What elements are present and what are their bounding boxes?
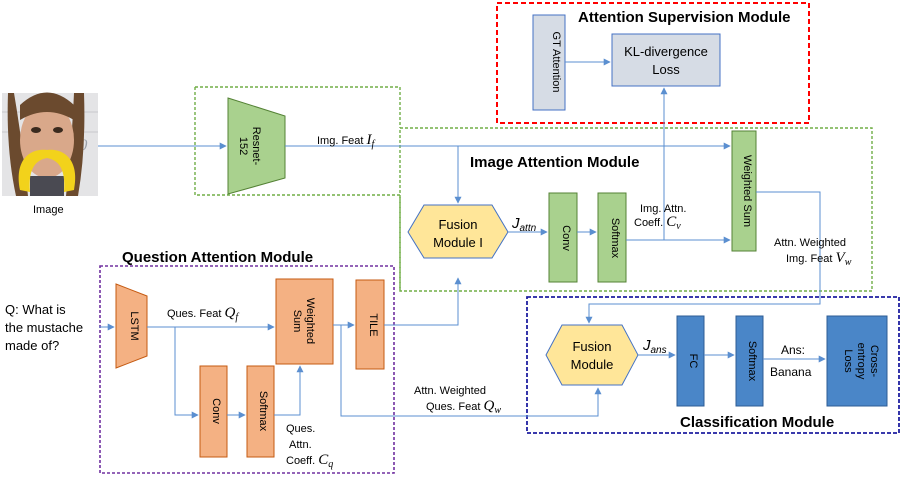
conv-question-block [199,365,228,458]
classification-module-border [526,296,900,434]
resnet-label-2: 152 [237,137,249,155]
softmax-question-block [246,365,275,458]
attn-weighted-img-label-2: Img. Feat Vw [786,250,852,268]
j-attn-label: Jattn [511,215,537,234]
cross-entropy-block [826,315,888,407]
ques-attn-coeff-label-2: Attn. [289,439,312,451]
fusion-module-label-2: Module [571,357,614,372]
image-attention-title: Image Attention Module [470,154,639,171]
input-image: 7'0 [2,92,98,196]
ques-attn-coeff-label-1: Ques. [286,423,315,435]
fc-label: FC [687,354,699,369]
resnet-block [227,97,286,195]
weighted-sum-question-label-1: Weighted [304,298,316,344]
ques-attn-coeff-label-3: Coeff. Cq [286,452,333,470]
kl-divergence-label-2: Loss [652,62,680,77]
attention-supervision-title: Attention Supervision Module [578,9,791,26]
lstm-label: LSTM [128,311,140,340]
attn-weighted-img-label-1: Attn. Weighted [774,237,846,249]
weighted-sum-question-block [275,278,334,365]
answer-label-1: Ans: [781,343,805,357]
ques-feat-label: Ques. Feat Qf [167,305,239,323]
tile-label: TILE [367,313,379,336]
img-attn-coeff-label-2: Coeff. Cv [634,214,681,232]
answer-label-2: Banana [770,365,812,379]
attn-weighted-q-label-2: Ques. Feat Qw [426,398,501,416]
fusion-module-1-block [407,204,509,259]
resnet-label-1: Resnet- [250,127,262,166]
kl-divergence-label-1: KL-divergence [624,44,708,59]
softmax-image-label: Softmax [609,218,621,259]
image-attention-module-border [399,127,873,292]
weighted-sum-image-label: Weighted Sum [741,155,753,227]
img-attn-coeff-label-1: Img. Attn. [640,203,686,215]
question-line-3: made of? [5,338,59,353]
attention-supervision-module-border [496,2,810,124]
fusion-module-block [545,324,639,386]
classification-title: Classification Module [680,414,834,431]
question-line-1: Q: What is [5,302,66,317]
softmax-image-block [597,192,627,283]
fc-block [676,315,705,407]
conv-image-block [548,192,578,283]
softmax-classification-label: Softmax [746,341,758,382]
fusion-module-1-label-2: Module I [433,235,483,250]
attn-weighted-q-label-1: Attn. Weighted [414,385,486,397]
j-ans-label: Jans [642,337,667,356]
question-line-2: the mustache [5,320,83,335]
weighted-sum-image-block [731,130,757,252]
cross-entropy-label-1: Cross- [868,345,880,378]
img-feat-label: Img. Feat If [317,132,376,150]
connections [98,58,826,419]
gt-attention-label: GT Attention [550,32,562,93]
resnet-region-border [195,86,401,128]
lstm-block [115,283,148,369]
weighted-sum-question-label-2: Sum [291,310,303,333]
softmax-classification-block [735,315,764,407]
question-attention-title: Question Attention Module [122,249,313,266]
softmax-question-label: Softmax [257,391,269,432]
cross-entropy-label-3: Loss [842,349,854,373]
gt-attention-block [532,14,566,111]
fusion-module-label-1: Fusion [572,339,611,354]
question-attention-module-border [99,265,395,474]
kl-divergence-block [611,33,721,87]
conv-question-label: Conv [210,398,222,424]
fusion-module-1-label-1: Fusion [438,217,477,232]
image-caption: Image [33,204,64,216]
conv-image-label: Conv [560,225,572,251]
cross-entropy-label-2: entropy [855,343,867,380]
